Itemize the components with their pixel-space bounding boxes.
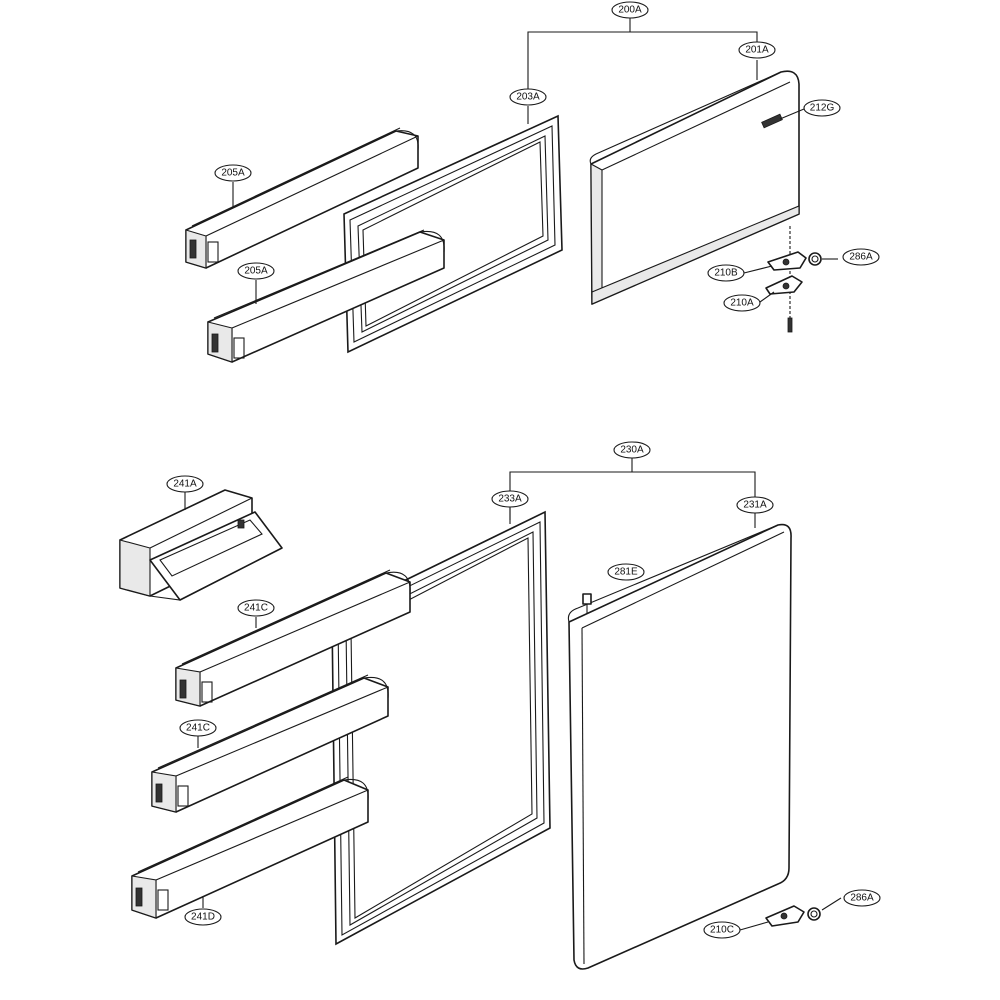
svg-text:203A: 203A bbox=[516, 92, 540, 103]
part-label-205A-upper: 205A bbox=[214, 164, 252, 182]
svg-text:241C: 241C bbox=[186, 723, 210, 734]
door-shelf-241C-lower bbox=[151, 674, 389, 813]
svg-text:241D: 241D bbox=[191, 912, 215, 923]
svg-text:201A: 201A bbox=[745, 45, 769, 56]
part-label-205A-lower: 205A bbox=[237, 262, 275, 280]
svg-text:233A: 233A bbox=[498, 494, 522, 505]
svg-text:281E: 281E bbox=[614, 567, 638, 578]
part-label-212G: 212G bbox=[803, 99, 841, 117]
part-label-241C-upper: 241C bbox=[237, 599, 275, 617]
lower-door-231A bbox=[567, 523, 792, 970]
door-shelf-241C-upper bbox=[175, 569, 411, 707]
svg-text:286A: 286A bbox=[849, 252, 873, 263]
svg-text:210B: 210B bbox=[714, 268, 738, 279]
part-label-241C-lower: 241C bbox=[179, 719, 217, 737]
svg-text:210C: 210C bbox=[710, 925, 734, 936]
part-label-233A: 233A bbox=[491, 490, 529, 508]
door-shelf-241D bbox=[131, 776, 369, 919]
part-label-231A: 231A bbox=[736, 496, 774, 514]
part-label-210A: 210A bbox=[723, 294, 761, 312]
part-label-230A: 230A bbox=[613, 441, 651, 459]
svg-text:241A: 241A bbox=[173, 479, 197, 490]
door-shelf-205A-lower bbox=[207, 229, 445, 363]
door-shelf-205A-upper bbox=[185, 127, 419, 269]
svg-text:241C: 241C bbox=[244, 603, 268, 614]
handle-badge-212G bbox=[761, 113, 783, 129]
svg-text:230A: 230A bbox=[620, 445, 644, 456]
svg-text:200A: 200A bbox=[618, 5, 642, 16]
door-stopper-281E bbox=[582, 593, 592, 614]
part-label-210C: 210C bbox=[703, 921, 741, 939]
part-label-281E: 281E bbox=[607, 563, 645, 581]
upper-hinge-parts bbox=[765, 226, 822, 333]
svg-text:212G: 212G bbox=[810, 103, 835, 114]
svg-text:210A: 210A bbox=[730, 298, 754, 309]
svg-text:286A: 286A bbox=[850, 893, 874, 904]
lower-gasket-233A bbox=[331, 510, 551, 946]
part-label-241D: 241D bbox=[184, 908, 222, 926]
assembly-bracket-200A bbox=[527, 18, 758, 92]
lower-hinge-parts bbox=[765, 905, 821, 927]
dairy-bin-241A bbox=[119, 489, 283, 601]
part-label-210B: 210B bbox=[707, 264, 745, 282]
part-label-200A: 200A bbox=[611, 1, 649, 19]
part-label-286A-upper: 286A bbox=[842, 248, 880, 266]
svg-text:205A: 205A bbox=[244, 266, 268, 277]
part-label-286A-lower: 286A bbox=[843, 889, 881, 907]
part-label-203A: 203A bbox=[509, 88, 547, 106]
svg-text:231A: 231A bbox=[743, 500, 767, 511]
svg-text:205A: 205A bbox=[221, 168, 245, 179]
assembly-bracket-230A bbox=[509, 458, 756, 520]
leader-lines bbox=[184, 60, 842, 931]
part-label-201A: 201A bbox=[738, 41, 776, 59]
part-label-241A: 241A bbox=[166, 475, 204, 493]
upper-door-201A bbox=[589, 70, 800, 305]
